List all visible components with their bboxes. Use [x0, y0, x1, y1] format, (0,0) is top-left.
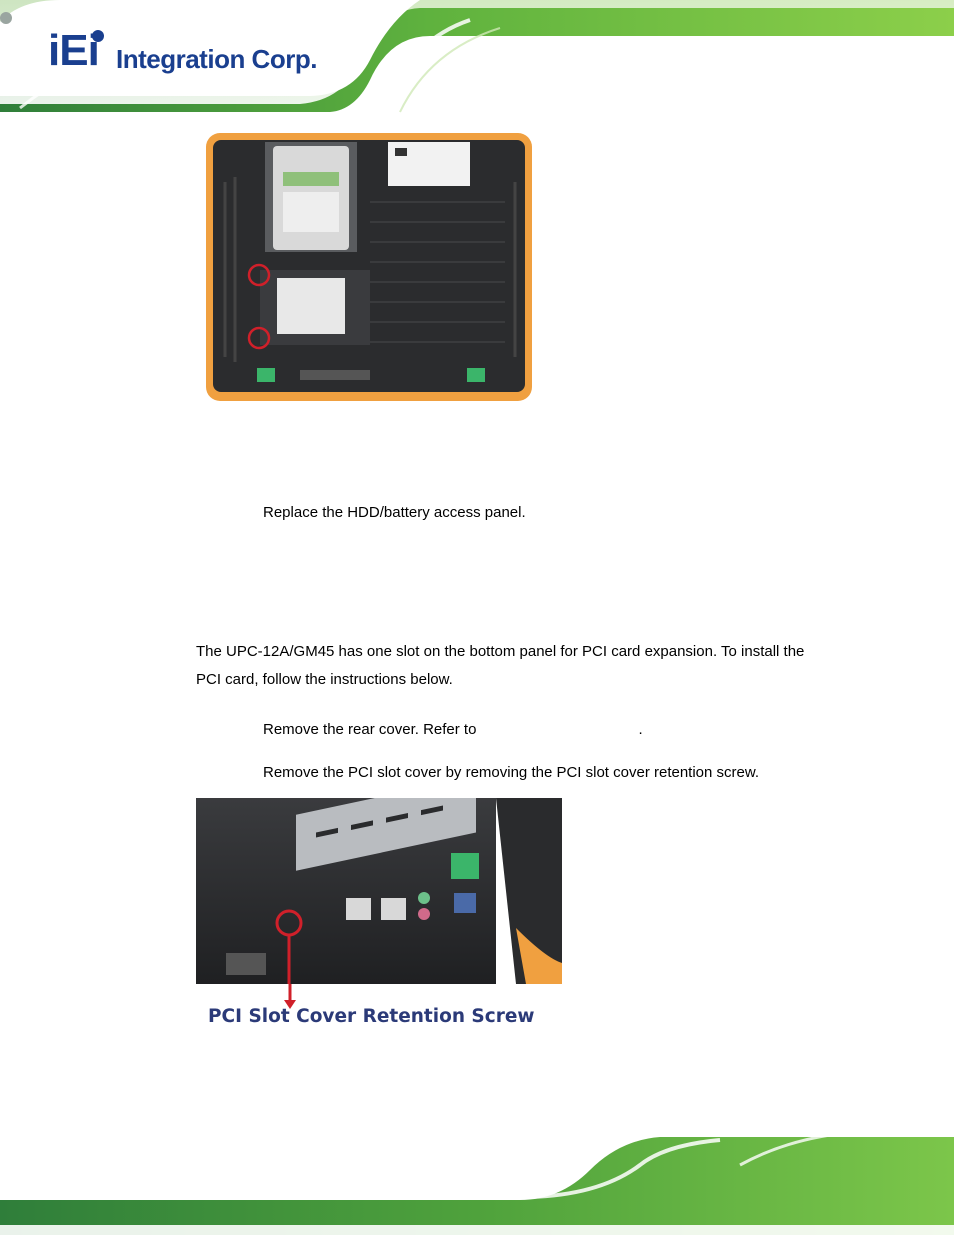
callout-arrow-icon: [284, 984, 296, 1009]
step-replace-panel: Replace the HDD/battery access panel.: [263, 504, 526, 521]
footer-banner: [0, 1133, 954, 1235]
header-banner: [0, 0, 954, 115]
step-remove-rear-cover: Remove the rear cover. Refer to.: [263, 716, 643, 744]
logo-mark: iEi: [48, 26, 100, 75]
step-remove-slot-cover: Remove the PCI slot cover by removing th…: [263, 764, 760, 781]
intro-paragraph: The UPC-12A/GM45 has one slot on the bot…: [196, 643, 805, 688]
rear-panel-photo: [206, 133, 532, 401]
step-remove-rear-cover-text: Remove the rear cover. Refer to: [263, 721, 477, 738]
logo-dot-icon: [92, 30, 104, 42]
pci-slot-photo: [196, 798, 562, 984]
step-remove-rear-cover-suffix: .: [638, 721, 643, 738]
logo-text: Integration Corp.: [116, 44, 317, 74]
pci-figure-caption: PCI Slot Cover Retention Screw: [208, 1006, 535, 1027]
